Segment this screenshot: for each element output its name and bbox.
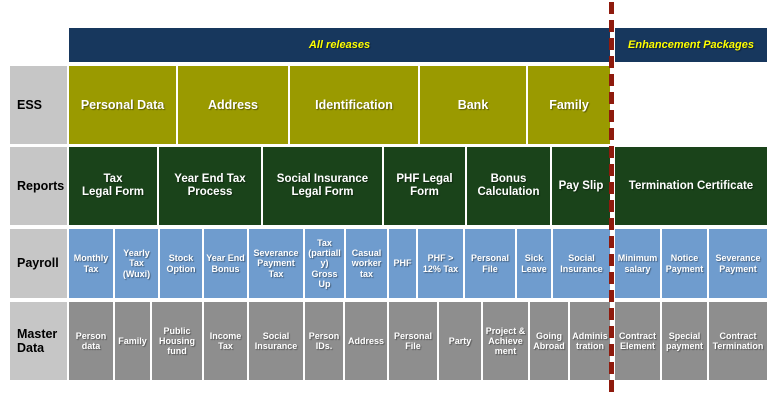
- cell-reports-left-4: Bonus Calculation: [467, 147, 550, 225]
- cell-master-left-8: Party: [439, 302, 481, 380]
- header-all-releases: All releases: [69, 28, 610, 62]
- cell-payroll-right-0: Minimum salary: [615, 229, 660, 298]
- row-label-ess: ESS: [10, 66, 67, 144]
- cell-payroll-left-1: Yearly Tax (Wuxi): [115, 229, 158, 298]
- row-label-master: Master Data: [10, 302, 67, 380]
- cell-master-left-2: Public Housing fund: [152, 302, 202, 380]
- cell-payroll-left-10: Sick Leave: [517, 229, 551, 298]
- cell-payroll-left-9: Personal File: [465, 229, 515, 298]
- cell-master-right-0: Contract Element: [615, 302, 660, 380]
- header-enhancement-packages-label: Enhancement Packages: [628, 39, 754, 51]
- cell-reports-left-1: Year End Tax Process: [159, 147, 261, 225]
- cell-payroll-left-6: Casual worker tax: [346, 229, 387, 298]
- header-enhancement-packages: Enhancement Packages: [615, 28, 767, 62]
- header-all-releases-label: All releases: [308, 39, 371, 51]
- cell-payroll-left-0: Monthly Tax: [69, 229, 113, 298]
- cell-master-right-1: Special payment: [662, 302, 707, 380]
- cell-payroll-left-7: PHF: [389, 229, 416, 298]
- cell-master-left-6: Address: [345, 302, 387, 380]
- cell-master-left-3: Income Tax: [204, 302, 247, 380]
- cell-master-left-10: Going Abroad: [530, 302, 568, 380]
- cell-reports-right-0: Termination Certificate: [615, 147, 767, 225]
- cell-payroll-right-2: Severance Payment: [709, 229, 767, 298]
- cell-payroll-left-4: Severance Payment Tax: [249, 229, 303, 298]
- cell-ess-left-2: Identification: [290, 66, 418, 144]
- cell-payroll-right-1: Notice Payment: [662, 229, 707, 298]
- cell-payroll-left-11: Social Insurance: [553, 229, 610, 298]
- row-label-payroll: Payroll: [10, 229, 67, 298]
- cell-payroll-left-5: Tax (partially) Gross Up: [305, 229, 344, 298]
- cell-master-left-9: Project & Achievement: [483, 302, 528, 380]
- cell-ess-left-1: Address: [178, 66, 288, 144]
- cell-master-right-2: Contract Termination: [709, 302, 767, 380]
- cell-master-left-7: Personal File: [389, 302, 437, 380]
- cell-master-left-0: Person data: [69, 302, 113, 380]
- cell-ess-left-4: Family: [528, 66, 610, 144]
- release-divider-dashed-line: [609, 2, 614, 398]
- cell-reports-left-5: Pay Slip: [552, 147, 610, 225]
- cell-master-left-1: Family: [115, 302, 150, 380]
- cell-payroll-left-2: Stock Option: [160, 229, 202, 298]
- cell-master-left-4: Social Insurance: [249, 302, 303, 380]
- cell-master-left-5: Person IDs.: [305, 302, 343, 380]
- cell-reports-left-0: Tax Legal Form: [69, 147, 157, 225]
- cell-ess-left-3: Bank: [420, 66, 526, 144]
- cell-master-left-11: Administration: [570, 302, 610, 380]
- row-label-reports: Reports: [10, 147, 67, 225]
- cell-payroll-left-8: PHF > 12% Tax: [418, 229, 463, 298]
- cell-payroll-left-3: Year End Bonus: [204, 229, 247, 298]
- cell-reports-left-3: PHF Legal Form: [384, 147, 465, 225]
- cell-reports-left-2: Social Insurance Legal Form: [263, 147, 382, 225]
- cell-ess-left-0: Personal Data: [69, 66, 176, 144]
